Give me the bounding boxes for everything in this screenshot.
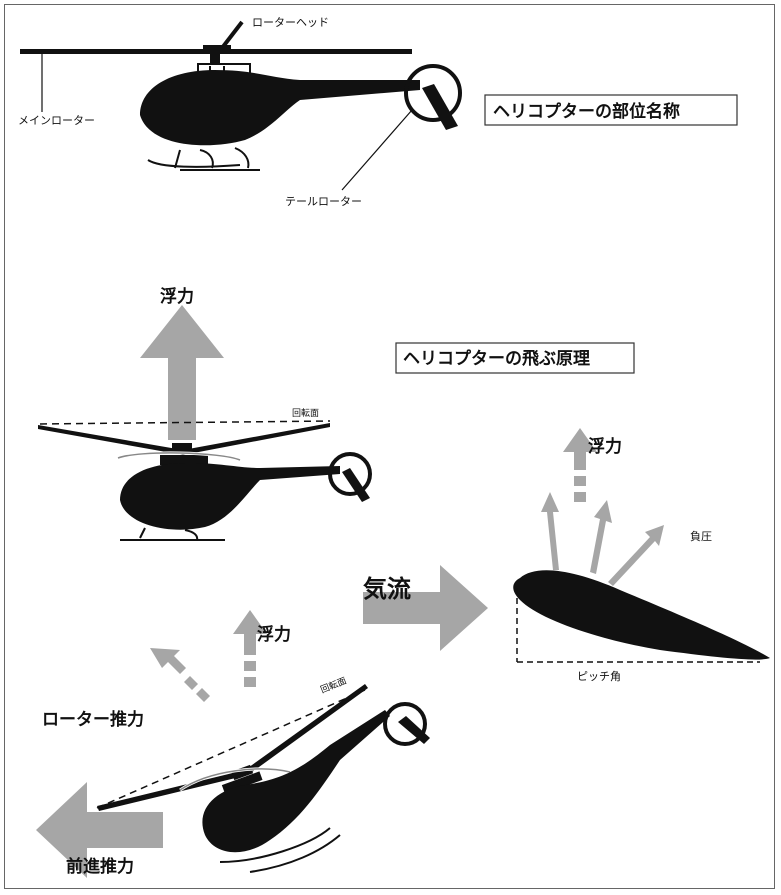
airfoil-lift-arrow — [563, 428, 597, 502]
airfoil — [513, 570, 770, 660]
lift-arrow-up — [140, 305, 224, 440]
label-forward-thrust: 前進推力 — [66, 856, 134, 877]
diagram-frame — [4, 4, 775, 889]
tail-rotor-ring — [404, 64, 462, 122]
parts-title: ヘリコプターの部位名称 — [493, 101, 680, 122]
fuselage — [140, 70, 420, 146]
principle-title: ヘリコプターの飛ぶ原理 — [403, 348, 590, 369]
parts-title-box — [484, 94, 738, 126]
forward-thrust-arrow — [36, 782, 163, 878]
rotor-head — [203, 45, 231, 54]
label-rotation-plane-top: 回転面 — [292, 408, 319, 419]
tilted-lift-arrow — [233, 610, 267, 687]
label-lift-top: 浮力 — [160, 286, 194, 307]
helicopter-parts-illustration — [20, 20, 462, 191]
negative-pressure-arrows — [541, 492, 664, 586]
label-rotor-head: ローターヘッド — [252, 16, 329, 29]
airflow-arrow — [363, 565, 488, 651]
label-main-rotor: メインローター — [18, 114, 95, 127]
label-negative-pressure: 負圧 — [690, 530, 712, 543]
label-rotor-thrust: ローター推力 — [42, 709, 144, 730]
label-pitch-angle: ピッチ角 — [577, 670, 621, 683]
principle-title-box — [395, 342, 635, 374]
forward-helicopter — [97, 684, 430, 873]
hover-helicopter — [38, 423, 372, 541]
label-rotation-plane-tilted: 回転面 — [319, 675, 348, 695]
label-tail-rotor: テールローター — [285, 195, 362, 208]
label-lift-tilted: 浮力 — [257, 624, 291, 645]
label-airflow: 気流 — [363, 575, 411, 603]
rotor-thrust-arrow — [150, 648, 210, 702]
label-airfoil-lift: 浮力 — [588, 436, 622, 457]
